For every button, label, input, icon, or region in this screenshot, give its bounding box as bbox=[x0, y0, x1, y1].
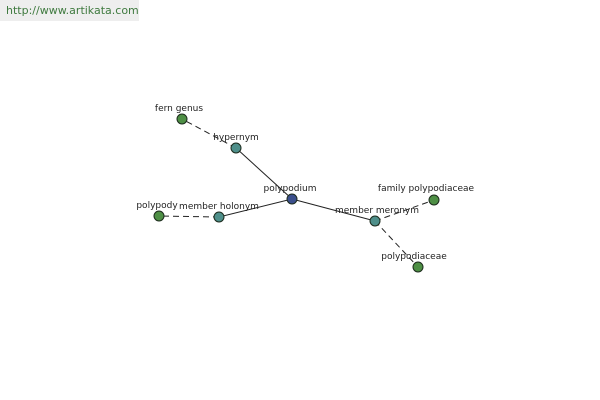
node-member-holonym[interactable] bbox=[213, 211, 225, 223]
label-family-polypodiaceae: family polypodiaceae bbox=[378, 184, 475, 194]
edge-meronym-family-polypodiaceae bbox=[374, 199, 435, 222]
edge-meronym-polypodiaceae bbox=[374, 220, 419, 268]
label-member-meronym: member meronym bbox=[335, 206, 419, 216]
node-member-meronym[interactable] bbox=[369, 215, 381, 227]
label-member-holonym: member holonym bbox=[179, 202, 259, 212]
edge-center-member-holonym bbox=[218, 198, 293, 218]
label-hypernym: hypernym bbox=[213, 133, 259, 143]
source-link[interactable]: http://www.artikata.com bbox=[6, 4, 139, 17]
node-polypodiaceae[interactable] bbox=[412, 261, 424, 273]
edge-center-hypernym bbox=[235, 147, 293, 200]
node-family-polypodiaceae[interactable] bbox=[428, 194, 440, 206]
node-hypernym[interactable] bbox=[230, 142, 242, 154]
label-polypodiaceae: polypodiaceae bbox=[381, 252, 447, 262]
label-polypodium: polypodium bbox=[264, 184, 317, 194]
edge-holonym-polypody bbox=[158, 215, 220, 218]
edge-hypernym-fern-genus bbox=[181, 118, 237, 149]
label-polypody: polypody bbox=[136, 201, 178, 211]
node-polypodium[interactable] bbox=[286, 193, 298, 205]
node-polypody[interactable] bbox=[153, 210, 165, 222]
node-fern-genus[interactable] bbox=[176, 113, 188, 125]
source-banner: http://www.artikata.com bbox=[0, 0, 139, 21]
label-fern-genus: fern genus bbox=[155, 104, 203, 114]
edge-center-member-meronym bbox=[291, 198, 376, 222]
